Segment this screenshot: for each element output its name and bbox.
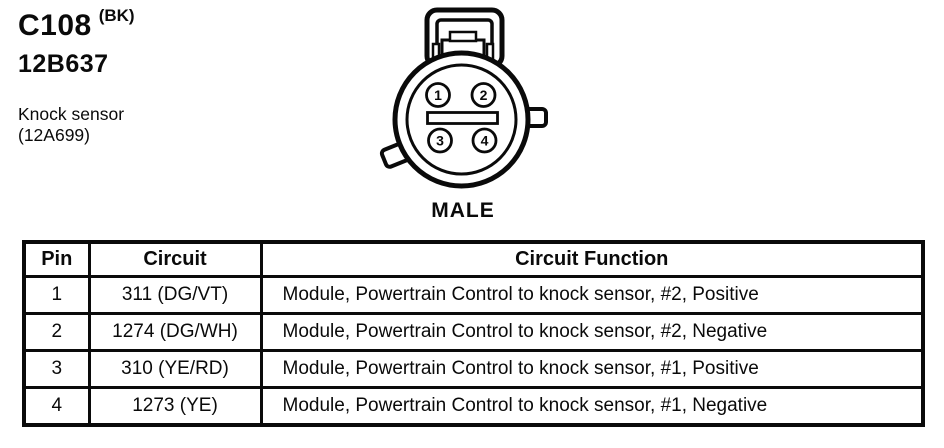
pin-3: 3 bbox=[427, 127, 453, 154]
circuit-cell: 310 (YE/RD) bbox=[87, 349, 263, 389]
connector-color-code: (BK) bbox=[98, 6, 135, 25]
column-header-circuit-function: Circuit Function bbox=[259, 240, 925, 278]
connector-id-line: C108 (BK) bbox=[18, 6, 135, 43]
connector-gender-label: MALE bbox=[431, 199, 495, 222]
pin-2: 2 bbox=[470, 82, 497, 108]
pin-cell: 1 bbox=[22, 275, 91, 315]
component-name: Knock sensor bbox=[18, 104, 125, 124]
pin-cell: 3 bbox=[22, 349, 91, 389]
pin-4: 4 bbox=[471, 127, 498, 154]
circuit-function-cell: Module, Powertrain Control to knock sens… bbox=[259, 312, 925, 352]
pin-cell: 2 bbox=[22, 312, 91, 352]
column-header-pin: Pin bbox=[22, 240, 91, 278]
table-row: 3 310 (YE/RD) Module, Powertrain Control… bbox=[22, 349, 925, 389]
circuit-cell: 311 (DG/VT) bbox=[87, 275, 263, 315]
table-header-row: Pin Circuit Circuit Function bbox=[22, 240, 925, 278]
table-row: 4 1273 (YE) Module, Powertrain Control t… bbox=[22, 386, 925, 427]
column-header-circuit: Circuit bbox=[87, 240, 263, 278]
pin-1: 1 bbox=[425, 82, 451, 108]
connector-key-bar bbox=[426, 111, 499, 125]
connector-id-block: C108 (BK) bbox=[18, 6, 135, 43]
table-row: 2 1274 (DG/WH) Module, Powertrain Contro… bbox=[22, 312, 925, 352]
pin-cell: 4 bbox=[22, 386, 91, 427]
table-row: 1 311 (DG/VT) Module, Powertrain Control… bbox=[22, 275, 925, 315]
circuit-cell: 1274 (DG/WH) bbox=[87, 312, 263, 352]
pinout-table: Pin Circuit Circuit Function 1 311 (DG/V… bbox=[22, 240, 925, 427]
part-number: 12B637 bbox=[18, 50, 109, 78]
pin-1-label: 1 bbox=[434, 87, 442, 103]
pin-3-label: 3 bbox=[436, 133, 444, 149]
pin-4-label: 4 bbox=[481, 133, 489, 149]
circuit-function-cell: Module, Powertrain Control to knock sens… bbox=[259, 275, 925, 315]
component-part-number: (12A699) bbox=[18, 125, 90, 145]
circuit-cell: 1273 (YE) bbox=[87, 386, 263, 427]
circuit-function-cell: Module, Powertrain Control to knock sens… bbox=[259, 349, 925, 389]
connector-id: C108 bbox=[18, 9, 92, 42]
component-description: Knock sensor (12A699) bbox=[18, 104, 124, 146]
circuit-function-cell: Module, Powertrain Control to knock sens… bbox=[259, 386, 925, 427]
pin-2-label: 2 bbox=[480, 87, 488, 103]
connector-diagram: 1 2 3 4 bbox=[379, 7, 548, 189]
